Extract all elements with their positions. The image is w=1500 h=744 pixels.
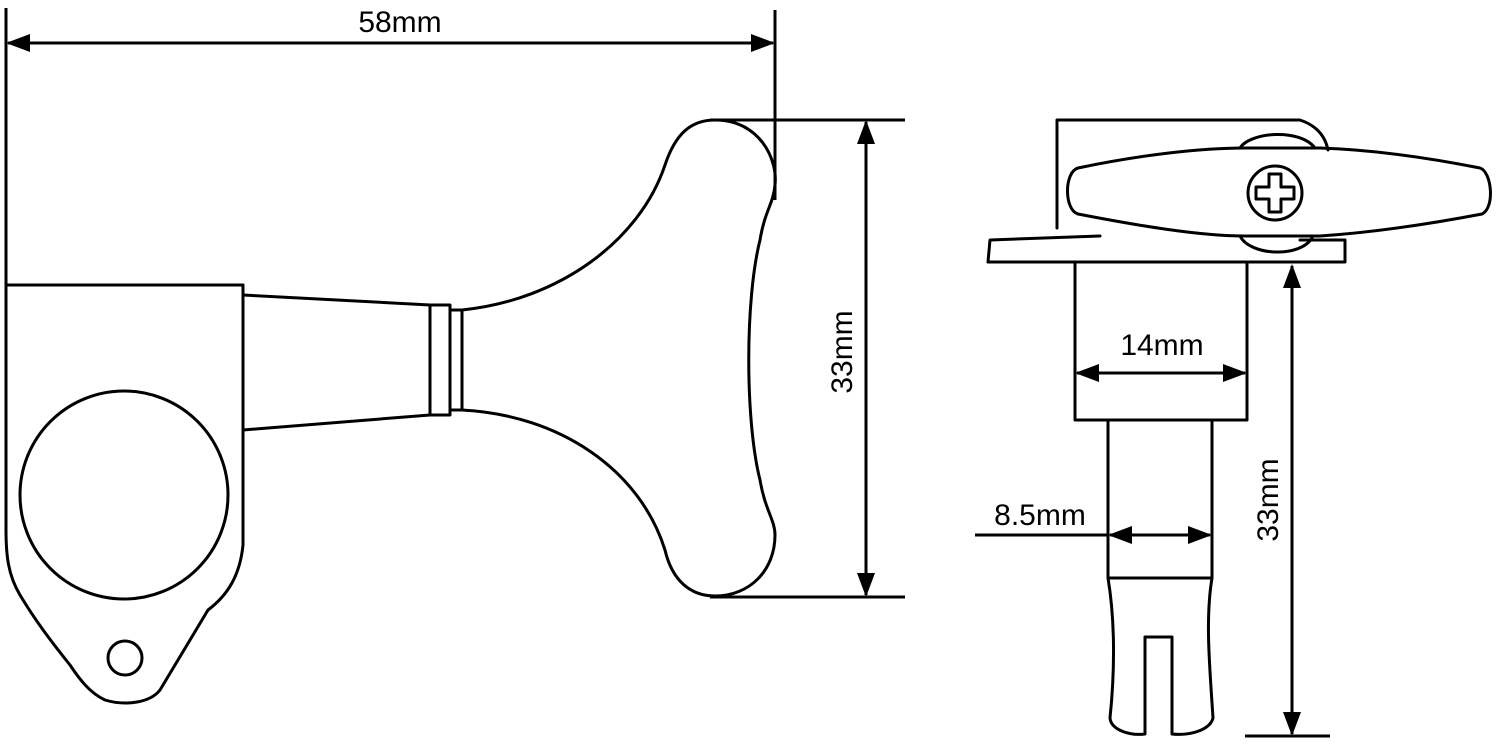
shaft-collar xyxy=(428,303,452,417)
phillips-screw xyxy=(1246,164,1304,222)
post-base xyxy=(1073,260,1249,422)
height-dimension-side: 33mm xyxy=(710,118,905,599)
mounting-plate xyxy=(1055,118,1330,230)
tuner-key-head xyxy=(460,118,777,598)
side-view xyxy=(4,118,777,705)
gear-wheel xyxy=(1238,133,1317,150)
string-post xyxy=(1106,418,1215,736)
post-height-dimension: 33mm xyxy=(1245,264,1330,738)
width-dimension: 58mm xyxy=(4,6,777,285)
post-width-dimension: 8.5mm xyxy=(975,499,1212,544)
screw-cross-icon xyxy=(1254,172,1296,214)
tuner-housing xyxy=(4,283,245,705)
mounting-hole xyxy=(106,639,144,677)
dimension-label-33mm-front: 33mm xyxy=(1252,458,1285,541)
gear-cap xyxy=(18,389,230,601)
dimension-label-58mm: 58mm xyxy=(358,6,441,39)
tuner-shaft xyxy=(241,293,432,432)
front-view xyxy=(986,118,1492,736)
wing-key xyxy=(1066,146,1492,238)
dimension-label-8-5mm: 8.5mm xyxy=(994,499,1086,532)
dimension-label-33mm-side: 33mm xyxy=(826,310,859,393)
post-base-width-dimension: 14mm xyxy=(1075,329,1247,382)
dimension-label-14mm: 14mm xyxy=(1120,329,1203,362)
